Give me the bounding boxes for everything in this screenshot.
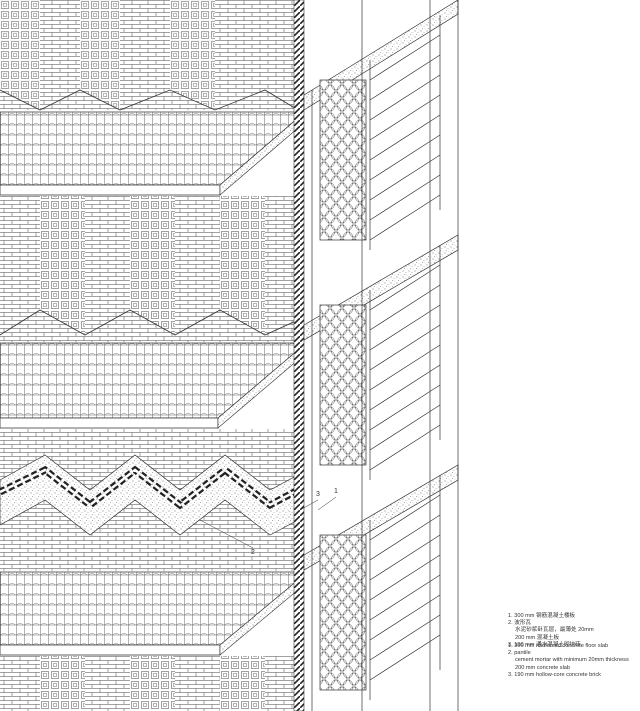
wall-section-band — [0, 429, 300, 571]
legend-chinese: 1. 300 mm 钢筋混凝土楼板 2. 波形瓦 水泥砂浆卧瓦层，最薄处 20m… — [508, 613, 594, 649]
legend-en-item-2-sub-2: 200 mm concrete slab — [515, 664, 571, 671]
legend-en-item-2: 2. pantile — [508, 650, 531, 657]
legend-en-item-2-sub-1: cement mortar with minimum 20mm thicknes… — [515, 657, 629, 664]
legend-english: 1. 300 mm reinforced concrete floor slab… — [508, 643, 629, 679]
callout-2: 2 — [251, 549, 255, 556]
wall-band-1 — [0, 0, 299, 111]
facade-right — [303, 0, 459, 711]
roof-slab-3 — [0, 571, 299, 656]
legend-zh-item-2-sub-2: 200 mm 混凝土板 — [515, 634, 560, 641]
callout-1: 1 — [334, 488, 338, 495]
wall-band-4 — [0, 656, 298, 711]
roof-slab-1 — [0, 111, 299, 196]
legend-zh-item-1: 1. 300 mm 钢筋混凝土楼板 — [508, 613, 576, 619]
roof-slab-2 — [0, 342, 299, 429]
legend-zh-item-3: 3. 190 mm 通水混凝土砌块砖 — [508, 641, 581, 648]
legend-zh-item-2: 2. 波形瓦 — [508, 620, 532, 627]
legend-en-item-1: 1. 300 mm reinforced concrete floor slab — [508, 643, 609, 649]
callout-3: 3 — [316, 491, 320, 498]
wall-band-2 — [0, 196, 299, 342]
slab-edge-hatch — [293, 0, 305, 711]
leader-lines — [199, 496, 337, 549]
legend-en-item-3: 3. 190 mm hollow-core concrete brick — [508, 671, 601, 678]
legend-zh-item-2-sub-1: 水泥砂浆卧瓦层，最薄处 20mm — [515, 627, 594, 634]
